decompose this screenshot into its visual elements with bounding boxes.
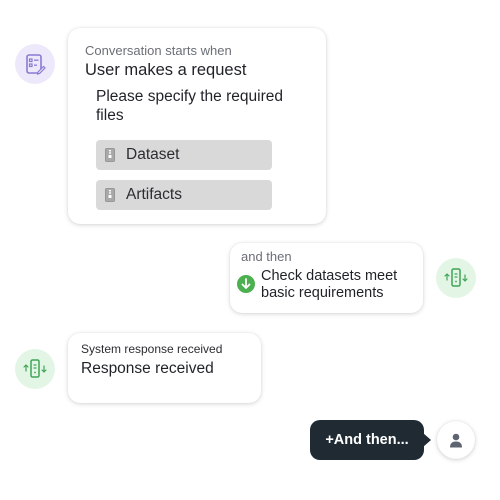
add-step-button[interactable]: +And then...	[310, 420, 424, 460]
trigger-card[interactable]: Conversation starts when User makes a re…	[68, 28, 326, 224]
response-step-caption: System response received	[81, 342, 223, 356]
system-avatar	[15, 349, 55, 389]
check-step-card[interactable]: and then Check datasets meet basic requi…	[230, 243, 423, 313]
checklist-edit-icon	[26, 54, 46, 75]
response-step-card[interactable]: System response received Response receiv…	[68, 333, 261, 403]
trigger-prompt: Please specify the required files	[96, 88, 283, 124]
check-step-text-line-2: basic requirements	[261, 285, 384, 301]
arrow-down-circle-icon	[237, 275, 255, 293]
check-step-text-line-1: Check datasets meet	[261, 268, 398, 284]
check-step-text: Check datasets meet basic requirements	[261, 268, 397, 302]
file-zip-icon	[105, 148, 115, 162]
file-zip-icon	[105, 188, 115, 202]
system-exchange-icon	[444, 268, 468, 287]
trigger-avatar	[15, 44, 55, 84]
file-chip-label: Dataset	[126, 146, 180, 163]
add-step-pointer	[423, 433, 431, 447]
file-chip-dataset[interactable]: Dataset	[96, 140, 272, 170]
file-chip-artifacts[interactable]: Artifacts	[96, 180, 272, 210]
response-step-title: Response received	[81, 360, 214, 377]
system-avatar	[436, 258, 476, 298]
user-avatar[interactable]	[437, 421, 475, 459]
check-step-caption: and then	[241, 249, 292, 264]
person-icon	[450, 433, 462, 448]
file-chip-label: Artifacts	[126, 186, 182, 203]
system-exchange-icon	[23, 359, 47, 378]
add-step-label: +And then...	[325, 432, 409, 448]
trigger-caption: Conversation starts when	[85, 43, 232, 58]
trigger-title: User makes a request	[85, 61, 247, 79]
